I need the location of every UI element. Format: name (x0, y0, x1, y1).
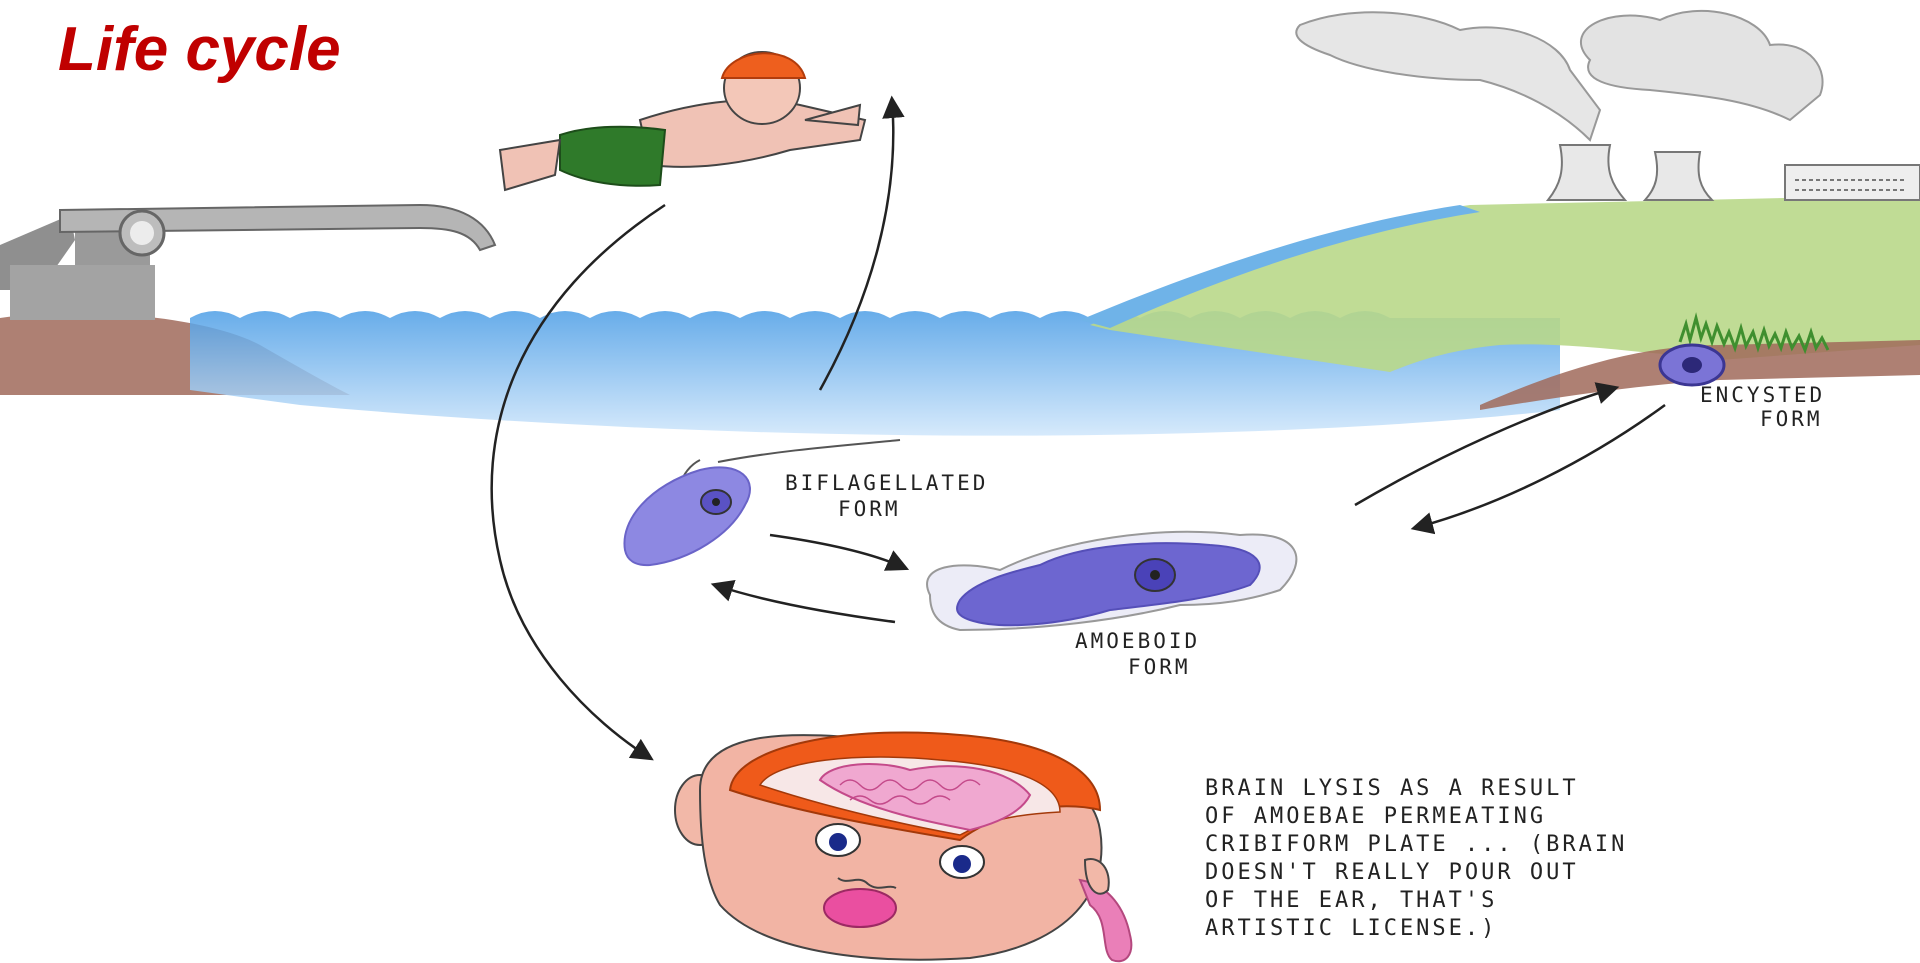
victim-head-illustration (675, 732, 1131, 961)
brain-lysis-note: BRAIN LYSIS AS A RESULT OF AMOEBAE PERME… (1205, 776, 1644, 941)
arrow-amoeboid-to-flagellate (715, 585, 895, 622)
factory (1296, 11, 1920, 200)
diver-illustration (500, 52, 865, 190)
encysted-label: ENCYSTED FORM (1700, 383, 1841, 431)
arrow-flagellate-to-amoeboid (770, 535, 905, 568)
biflagellated-label: BIFLAGELLATED FORM (785, 471, 1004, 521)
diving-board (0, 205, 495, 320)
encysted-cell (1660, 345, 1724, 385)
amoeboid-cell (927, 532, 1296, 630)
arrow-diver-to-brain (492, 205, 665, 758)
amoeboid-label: AMOEBOID FORM (1075, 629, 1216, 679)
arrow-cyst-to-amoeboid (1415, 405, 1665, 528)
